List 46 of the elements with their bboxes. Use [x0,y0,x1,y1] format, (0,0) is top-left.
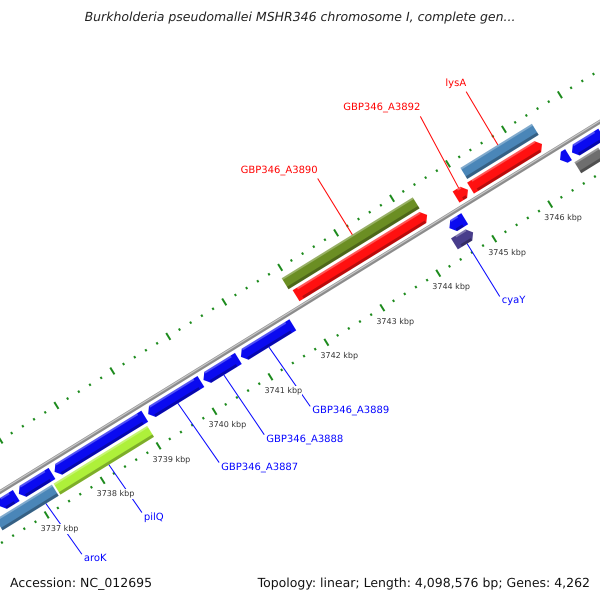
gene-label: GBP346_A3892 [343,102,420,114]
gene-label: pilQ [144,512,164,524]
diagram-title: Burkholderia pseudomallei MSHR346 chromosome I, complete gen... [84,9,516,25]
gene-label: GBP346_A3888 [266,434,344,446]
gene-label: cyaY [502,295,526,308]
scale-label: 3741 kbp [264,386,302,396]
cds-feature [572,128,600,156]
gene-feature [574,148,600,174]
scale-label: 3744 kbp [432,282,470,292]
gene-feature [282,197,420,290]
scale-label: 3743 kbp [376,316,414,327]
gene-label: GBP346_A3890 [240,164,318,177]
gene-label: aroK [84,553,107,566]
cds-feature [0,490,20,509]
cds-feature [18,468,56,497]
cds-feature [148,376,204,417]
gene-feature [0,484,59,530]
cds-feature [54,410,148,475]
gene-label: GBP346_A3887 [221,462,298,474]
scale-label: 3740 kbp [208,420,246,430]
gene-label: lysA [445,78,466,90]
leader-line [466,91,498,146]
cds-feature [240,319,296,360]
scale-label: 3742 kbp [320,351,358,362]
leader-line [466,243,500,297]
cds-feature [560,149,572,164]
topology-text: Topology: linear; Length: 4,098,576 bp; Genes: 4,262 [258,575,590,590]
cds-feature [467,141,542,194]
scale-label: 3745 kbp [488,248,526,258]
cds-feature [451,229,474,250]
cds-feature [203,352,242,383]
cds-feature [449,213,468,232]
leader-line [317,178,353,236]
cds-feature [292,212,428,302]
leader-line [420,116,460,188]
scale-label: 3746 kbp [544,213,582,224]
scale-label: 3738 kbp [96,489,134,500]
leader-line [268,346,311,407]
gene-label: GBP346_A3889 [312,405,390,418]
scale-label: 3739 kbp [152,454,190,465]
accession-text: Accession: NC_012695 [10,575,152,590]
leader-line [177,402,220,464]
cds-feature [452,186,468,203]
gene-feature [460,124,539,179]
leader-line [223,374,265,436]
scale-label: 3737 kbp [40,524,78,534]
